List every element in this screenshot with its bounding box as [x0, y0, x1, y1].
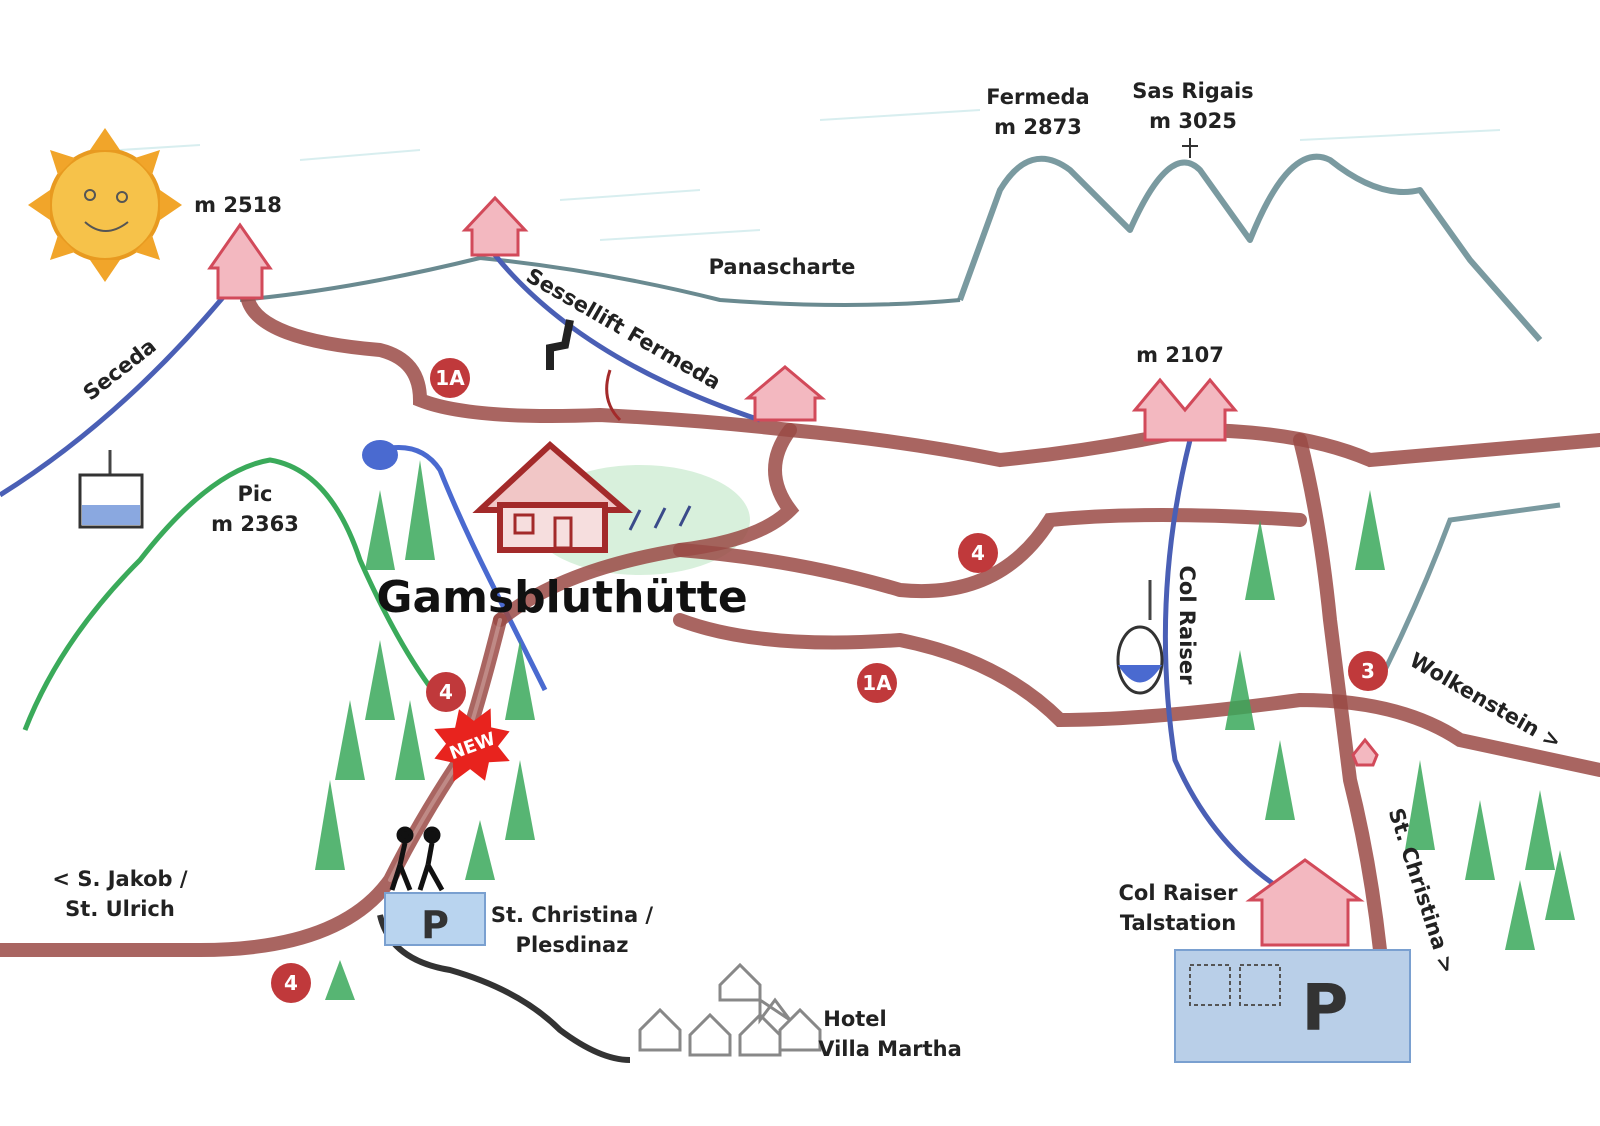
- label-hotel: Hotel: [823, 1007, 886, 1031]
- peak-elevation-pic: m 2363: [211, 512, 299, 536]
- label-st-ulrich: St. Ulrich: [65, 897, 175, 921]
- trail-marker: 4: [271, 963, 311, 1003]
- trail-marker-label: 1A: [862, 671, 892, 695]
- label-col-raiser: Col Raiser: [1119, 881, 1239, 905]
- peak-name-sas-rigais: Sas Rigais: [1132, 79, 1253, 103]
- lake: [362, 440, 398, 470]
- label-panascharte: Panascharte: [709, 255, 856, 279]
- hikers-icon: [389, 826, 445, 892]
- parking-label: P: [421, 903, 449, 947]
- trail-marker-label: 3: [1361, 659, 1375, 683]
- village-houses: [638, 962, 822, 1057]
- sun-icon: [28, 128, 182, 282]
- hut-icons: [207, 195, 1379, 947]
- parking-label: P: [1302, 972, 1349, 1046]
- map-title: Gamsbluthütte: [376, 572, 747, 623]
- trail-marker-label: 1A: [435, 366, 465, 390]
- elevation-seceda: m 2518: [194, 193, 282, 217]
- peak-elevation-fermeda: m 2873: [994, 115, 1082, 139]
- stream: [379, 445, 548, 692]
- label-wolkenstein: Wolkenstein >: [1406, 648, 1566, 754]
- peak-name-fermeda: Fermeda: [986, 85, 1089, 109]
- forest: [315, 460, 1575, 1000]
- seceda-lift: [0, 293, 227, 498]
- summit-cross-icon: [1182, 138, 1198, 158]
- trail-marker: 3: [1348, 651, 1388, 691]
- label-seceda: Seceda: [79, 334, 161, 405]
- gondola-icon: [1116, 580, 1164, 695]
- label-col-raiser-lift: Col Raiser: [1175, 566, 1199, 686]
- peak-name-pic: Pic: [237, 482, 272, 506]
- trail-marker-label: 4: [284, 971, 298, 995]
- trail-marker: 1A: [430, 358, 470, 398]
- road: [377, 914, 631, 1063]
- label-s-jakob: < S. Jakob /: [52, 867, 187, 891]
- label-talstation: Talstation: [1120, 911, 1236, 935]
- parking-plesdinaz: P: [384, 892, 486, 947]
- sky-hatching: [119, 109, 1501, 241]
- trail-marker: 4: [958, 533, 998, 573]
- trail-marker: 1A: [857, 663, 897, 703]
- gondola-icon: [78, 450, 144, 529]
- deckchairs: [628, 505, 692, 531]
- gamsbluthuette-hut-icon: [472, 369, 634, 553]
- label-villa-martha: Villa Martha: [818, 1037, 962, 1061]
- sessellift-fermeda: [493, 253, 761, 423]
- label-st-christina: St. Christina /: [491, 903, 654, 927]
- peak-elevation-sas-rigais: m 3025: [1149, 109, 1237, 133]
- mountain-right: [1377, 502, 1561, 682]
- col-raiser-lift: [1162, 439, 1277, 888]
- pic-mountain: [22, 457, 442, 731]
- new-badge: NEW: [434, 708, 510, 782]
- mountain-range: [957, 153, 1543, 342]
- label-plesdinaz: Plesdinaz: [516, 933, 629, 957]
- label-sessellift-fermeda: Sessellift Fermeda: [522, 264, 725, 395]
- trail-marker: 4: [426, 672, 466, 712]
- elevation-col-raiser: m 2107: [1136, 343, 1224, 367]
- parking-col-raiser: P: [1174, 949, 1411, 1063]
- trail-marker-label: 4: [971, 541, 985, 565]
- chairlift-icon: [546, 319, 574, 370]
- ridge-line: [239, 255, 961, 307]
- trail-marker-label: 4: [439, 680, 453, 704]
